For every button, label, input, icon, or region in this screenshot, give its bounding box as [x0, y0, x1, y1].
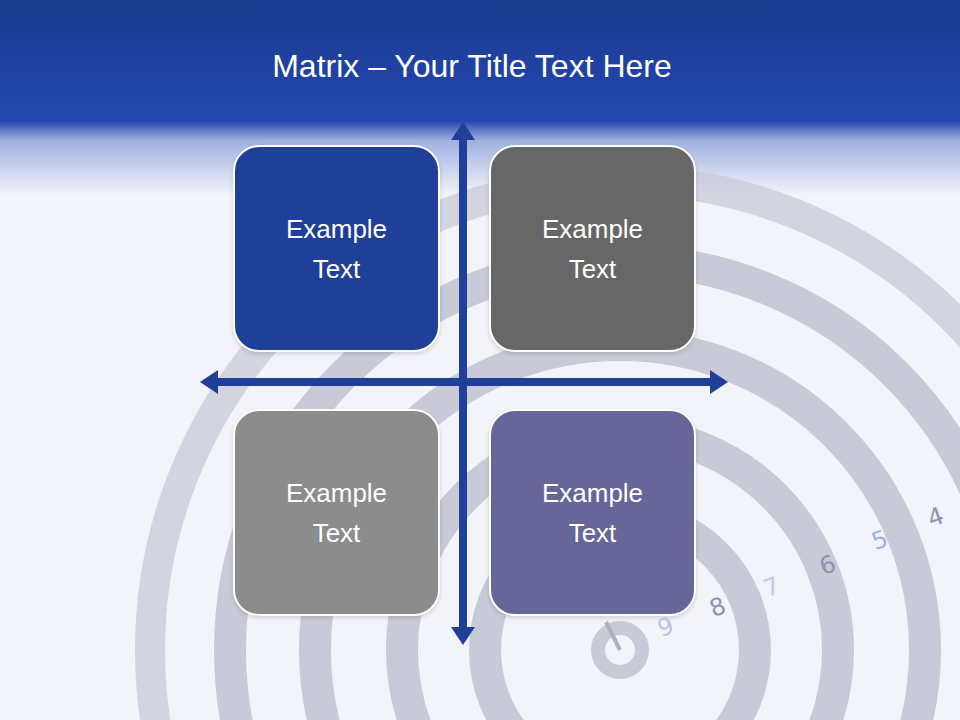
arrow-head: [200, 370, 218, 394]
arrow-head: [710, 370, 728, 394]
box-text: Example Text: [528, 209, 658, 289]
dartboard-number: 4: [924, 501, 948, 533]
arrow-head: [451, 627, 475, 645]
box-text: Example Text: [272, 473, 402, 553]
header-band: [0, 0, 960, 195]
horizontal-axis: [216, 378, 712, 386]
box-text: Example Text: [272, 209, 402, 289]
matrix-box: Example Text: [489, 409, 696, 616]
dartboard-number: 7: [760, 571, 784, 603]
matrix-box: Example Text: [233, 409, 440, 616]
matrix-box: Example Text: [233, 145, 440, 352]
box-text: Example Text: [528, 473, 658, 553]
slide-title: Matrix – Your Title Text Here: [0, 48, 944, 85]
dartboard-number: 9: [654, 611, 678, 643]
arrow-head: [451, 122, 475, 140]
matrix-box: Example Text: [489, 145, 696, 352]
